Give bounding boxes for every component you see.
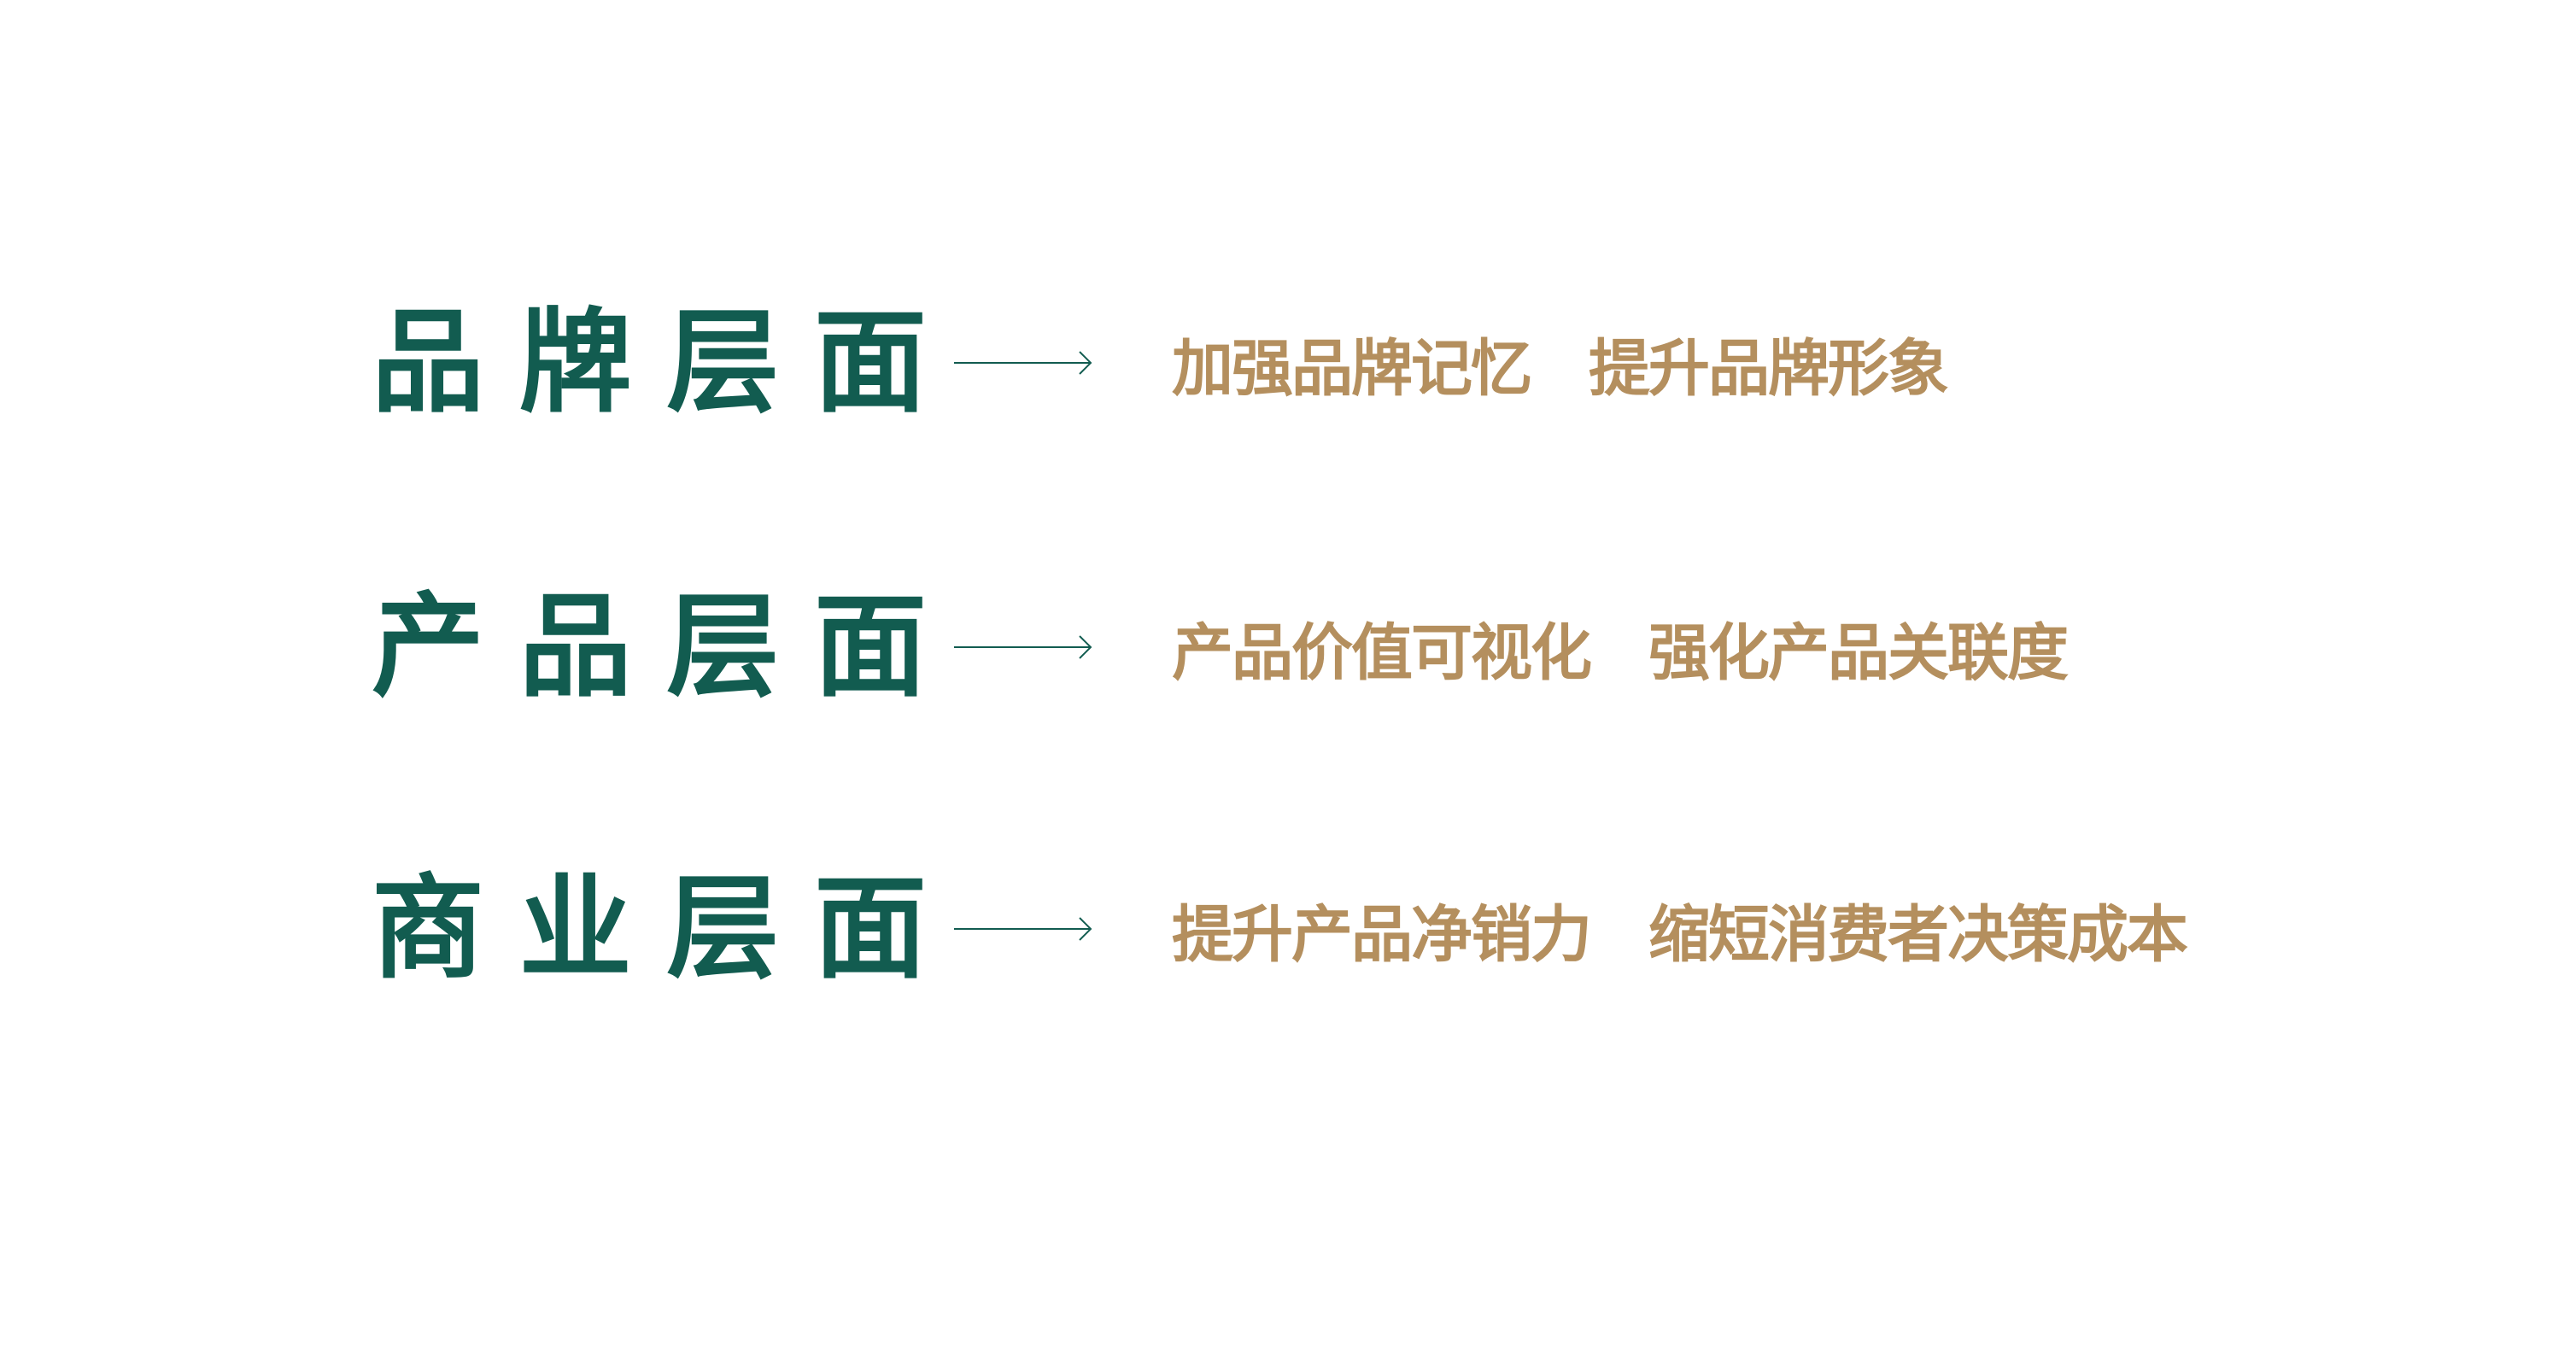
row-product-level: 产 品 层 面 产品价值可视化强化产品关联度: [372, 587, 2069, 707]
phrase: 产品价值可视化: [1172, 616, 1592, 689]
heading-char: 层: [666, 297, 780, 429]
heading-char: 面: [813, 297, 927, 429]
heading-brand-level: 品 牌 层 面: [372, 307, 927, 419]
heading-char: 商: [372, 863, 484, 995]
phrase: 缩短消费者决策成本: [1648, 898, 2188, 971]
heading-char: 牌: [518, 297, 632, 429]
heading-char: 层: [666, 863, 780, 995]
row-brand-level: 品 牌 层 面 加强品牌记忆提升品牌形象: [372, 303, 1949, 423]
heading-business-level: 商 业 层 面: [372, 873, 927, 985]
right-arrow-icon: [954, 917, 1092, 941]
phrase: 加强品牌记忆: [1172, 332, 1532, 405]
heading-char: 品: [372, 297, 484, 429]
right-arrow-icon: [954, 351, 1092, 375]
heading-char: 业: [518, 863, 632, 995]
description-product-level: 产品价值可视化强化产品关联度: [1172, 603, 2069, 692]
heading-char: 面: [813, 863, 927, 995]
row-business-level: 商 业 层 面 提升产品净销力缩短消费者决策成本: [372, 869, 2188, 989]
heading-char: 品: [518, 581, 632, 713]
phrase: 提升品牌形象: [1589, 332, 1949, 405]
heading-product-level: 产 品 层 面: [372, 591, 927, 704]
description-business-level: 提升产品净销力缩短消费者决策成本: [1172, 885, 2188, 974]
description-brand-level: 加强品牌记忆提升品牌形象: [1172, 318, 1949, 408]
heading-char: 面: [813, 581, 927, 713]
right-arrow-icon: [954, 635, 1092, 659]
heading-char: 产: [372, 581, 484, 713]
phrase: 强化产品关联度: [1648, 616, 2069, 689]
phrase: 提升产品净销力: [1172, 898, 1592, 971]
heading-char: 层: [666, 581, 780, 713]
